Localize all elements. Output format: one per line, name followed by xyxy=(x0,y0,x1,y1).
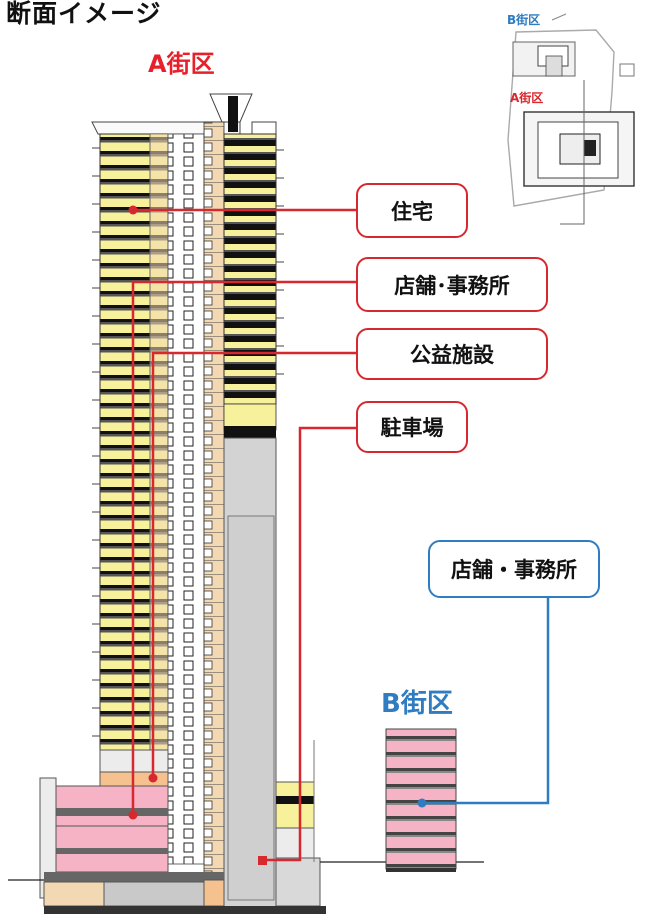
tower-core xyxy=(203,121,225,903)
leader-dot-b xyxy=(417,798,427,808)
page-title: 断面イメージ xyxy=(6,0,162,28)
leader-dots-a xyxy=(128,205,267,865)
callout-retail-office-a: 店舗･事務所 xyxy=(356,257,548,312)
district-b-label: B街区 xyxy=(381,689,453,719)
tower-window-shaft xyxy=(167,133,205,865)
leader-line-b xyxy=(422,596,550,805)
podium xyxy=(8,740,484,914)
callout-housing: 住宅 xyxy=(356,183,468,238)
facade-ticks xyxy=(92,147,284,737)
tower-crown xyxy=(91,93,277,135)
callout-parking: 駐車場 xyxy=(356,401,468,453)
tower-east-units xyxy=(223,133,277,438)
district-a-label: A街区 xyxy=(148,50,215,78)
key-map-b-label: B街区 xyxy=(507,12,540,27)
key-map-a-label: A街区 xyxy=(510,90,543,105)
key-map: B街区 A街区 xyxy=(507,12,635,225)
leader-lines-a xyxy=(131,208,356,862)
parking-block xyxy=(223,437,277,909)
callout-retail-office-b: 店舗・事務所 xyxy=(428,540,600,598)
callout-public-facility: 公益施設 xyxy=(356,328,548,380)
